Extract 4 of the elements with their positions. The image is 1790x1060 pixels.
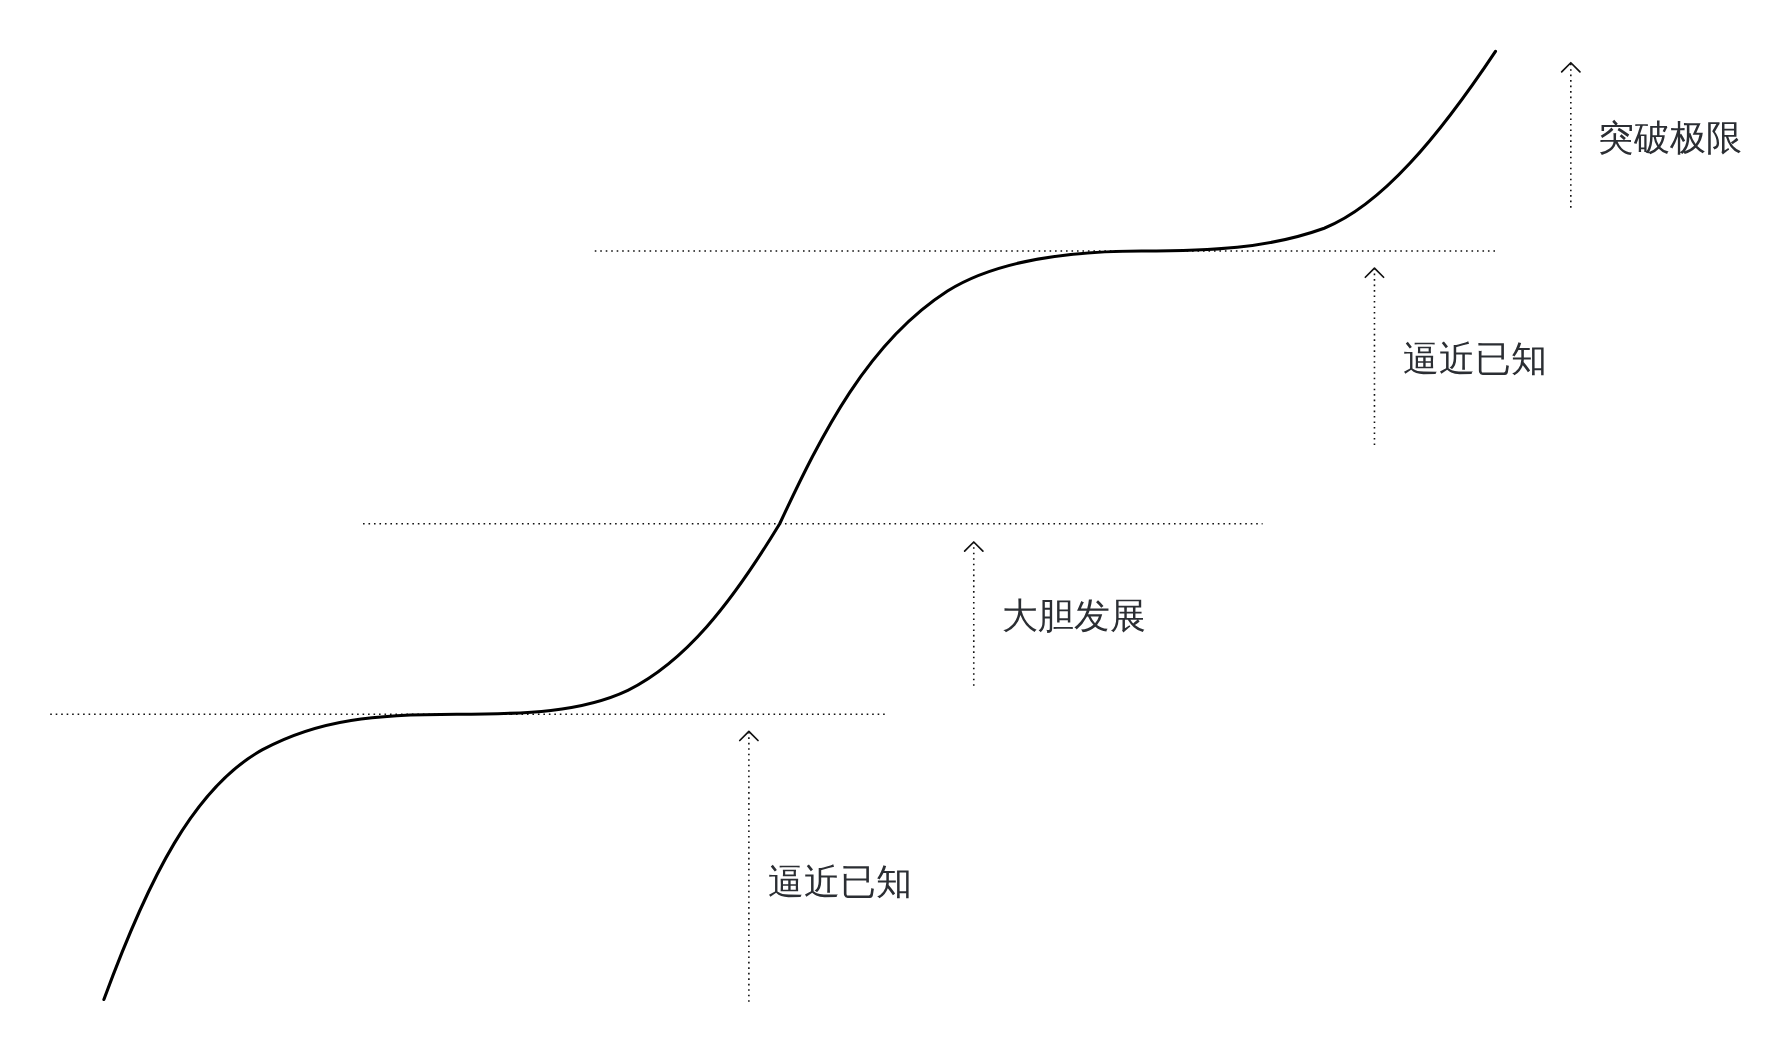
stage-label: 突破极限	[1598, 120, 1742, 156]
stage-label: 逼近已知	[1403, 341, 1547, 377]
stage-label: 大胆发展	[1002, 598, 1146, 634]
stage-label: 逼近已知	[768, 864, 912, 900]
